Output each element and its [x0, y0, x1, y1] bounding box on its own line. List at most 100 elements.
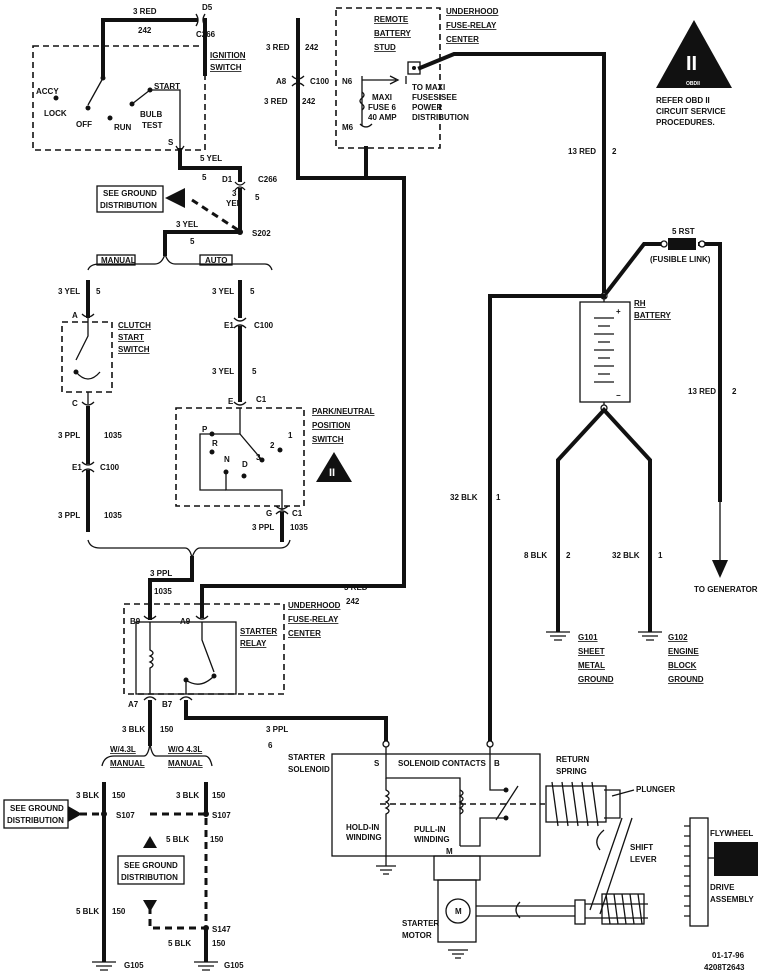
clutch-wire-out2: 3 PPL	[58, 511, 80, 520]
relay-label-1: STARTER	[240, 627, 277, 636]
to-maxi-2: FUSES SEE	[412, 93, 458, 102]
obd-line-3: PROCEDURES.	[656, 118, 715, 127]
pos-lock: LOCK	[44, 109, 67, 118]
fuse-m6: M6	[342, 123, 354, 132]
pnp-c1: C1	[256, 395, 267, 404]
clutch-label-2: START	[118, 333, 144, 342]
g105b: G105	[224, 961, 244, 970]
relay-wire-blk-num: 150	[160, 725, 174, 734]
blk-b: 3 BLK	[176, 791, 199, 800]
motor-m: M	[455, 907, 462, 916]
g101-1: G101	[578, 633, 598, 642]
bat-label-2: BATTERY	[634, 311, 672, 320]
pnp-3: 3	[256, 453, 261, 462]
motor-label-1: STARTER	[402, 919, 439, 928]
ignition-wire-number: 242	[138, 26, 152, 35]
pull-1: PULL-IN	[414, 825, 446, 834]
pos-off: OFF	[76, 120, 92, 129]
pnp-n: N	[224, 455, 230, 464]
bat-wire-32b: 32 BLK	[612, 551, 640, 560]
pnp-wire-out-num: 1035	[290, 523, 308, 532]
rbs-3: STUD	[374, 43, 396, 52]
drive-2: ASSEMBLY	[710, 895, 754, 904]
g105a: G105	[124, 961, 144, 970]
uf-1: UNDERHOOD	[446, 7, 499, 16]
bat-fusible: (FUSIBLE LINK)	[650, 255, 711, 264]
gdl-1: SEE GROUND	[10, 804, 64, 813]
clutch-pin-a: A	[72, 311, 78, 320]
fuse-wire2: 3 RED	[264, 97, 288, 106]
flywheel: FLYWHEEL	[710, 829, 753, 838]
yel-num: 5	[255, 193, 260, 202]
g101-3: METAL	[578, 661, 605, 670]
bat-wire-13: 13 RED	[568, 147, 596, 156]
clutch-start-switch: 3 YEL 5 A CLUTCH START SWITCH C 3 PPL 10…	[58, 280, 151, 532]
relay-wire-ppl: 3 PPL	[150, 569, 172, 578]
motor-label-2: MOTOR	[402, 931, 432, 940]
hold-2: WINDING	[346, 833, 382, 842]
ret-2: SPRING	[556, 767, 587, 776]
fuse-wire-num: 242	[305, 43, 319, 52]
relay-wire-blk: 3 BLK	[122, 725, 145, 734]
tab-auto: AUTO	[205, 256, 228, 265]
footer-code: 4208T2643	[704, 963, 745, 972]
pnp-c1b: C1	[292, 509, 303, 518]
starter-relay: B9 A9 STARTER RELAY UNDERHOOD FUSE-RELAY…	[122, 601, 390, 750]
g102-1: G102	[668, 633, 688, 642]
g102-2: ENGINE	[668, 647, 699, 656]
shift-2: LEVER	[630, 855, 657, 864]
relay-wire-red-num: 242	[346, 597, 360, 606]
relay-wire-out: 3 PPL	[266, 725, 288, 734]
g102-3: BLOCK	[668, 661, 697, 670]
pos-bulb: BULB	[140, 110, 162, 119]
rbs-1: REMOTE	[374, 15, 409, 24]
relay-uf-3: CENTER	[288, 629, 321, 638]
term-s: S	[168, 138, 174, 147]
pnp-wire-out: 3 PPL	[252, 523, 274, 532]
obd-line-2: CIRCUIT SERVICE	[656, 107, 726, 116]
footer-codes: 01-17-96 4208T2643	[704, 951, 745, 972]
shift-1: SHIFT	[630, 843, 653, 852]
sol-s: S	[374, 759, 380, 768]
pos-run: RUN	[114, 123, 132, 132]
clutch-wire-in-num: 5	[96, 287, 101, 296]
maxi-1: MAXI	[372, 93, 392, 102]
bat-wire-32b-num: 1	[658, 551, 663, 560]
yel-word: YEL	[226, 199, 242, 208]
wire-5yel-num: 5	[202, 173, 207, 182]
fuse-wire2-num: 242	[302, 97, 316, 106]
pnp-wire-in-num: 5	[250, 287, 255, 296]
s107b: S107	[212, 811, 231, 820]
pnp-1: 1	[288, 431, 293, 440]
drive-1: DRIVE	[710, 883, 735, 892]
fuse-n6: N6	[342, 77, 353, 86]
left-grounds: W/4.3L MANUAL W/O 4.3L MANUAL 3 BLK 150 …	[3, 743, 244, 971]
pos-test: TEST	[142, 121, 163, 130]
ret-1: RETURN	[556, 755, 590, 764]
clutch-wire-out: 3 PPL	[58, 431, 80, 440]
ground-distribution-1: SEE GROUND DISTRIBUTION	[96, 185, 239, 232]
bat-to-gen: TO GENERATOR	[694, 585, 758, 594]
maxi-3: 40 AMP	[368, 113, 397, 122]
relay-wire-ppl-num: 1035	[154, 587, 172, 596]
to-maxi-1: TO MAXI	[412, 83, 445, 92]
blk-c: 5 BLK	[166, 835, 189, 844]
bat-wire-32-num: 1	[496, 493, 501, 502]
ignition-label: IGNITION	[210, 51, 246, 60]
park-neutral-switch: 3 YEL 5 E1 C100 3 YEL 5 E C1 P R N D 3 2…	[175, 280, 375, 542]
relay-b7: B7	[162, 700, 173, 709]
footer-date: 01-17-96	[712, 951, 745, 960]
pos-start: START	[154, 82, 180, 91]
gd1-line1: SEE GROUND	[103, 189, 157, 198]
relay-wire-out-num: 6	[268, 741, 273, 750]
relay-b9: B9	[130, 617, 141, 626]
connector-c266b: C266	[258, 175, 278, 184]
uf-2: FUSE-RELAY	[446, 21, 497, 30]
pnp-p: P	[202, 425, 208, 434]
ignition-switch: 3 RED 242 D5 C266 IGNITION SWITCH ACCY L…	[32, 3, 278, 232]
pull-2: WINDING	[414, 835, 450, 844]
sol-b: B	[494, 759, 500, 768]
blk-e-num: 150	[212, 939, 226, 948]
